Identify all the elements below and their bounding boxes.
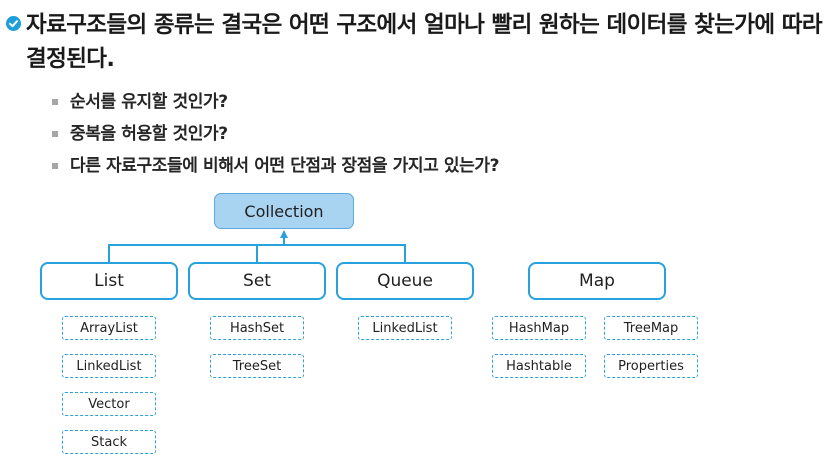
square-bullet-icon: [52, 99, 58, 105]
headline-text: 자료구조들의 종류는 결국은 어떤 구조에서 얼마나 빨리 원하는 데이터를 찾…: [26, 12, 823, 72]
square-bullet-icon: [52, 163, 58, 169]
question-item: 중복을 허용할 것인가?: [50, 118, 499, 150]
square-bullet-icon: [52, 131, 58, 137]
set-box: Set: [188, 262, 326, 300]
question-text: 순서를 유지할 것인가?: [70, 92, 228, 112]
headline: 자료구조들의 종류는 결국은 어떤 구조에서 얼마나 빨리 원하는 데이터를 찾…: [6, 8, 834, 76]
question-item: 순서를 유지할 것인가?: [50, 86, 499, 118]
impl-queue-linkedlist-box: LinkedList: [358, 316, 452, 340]
impl-stack-box: Stack: [62, 430, 156, 454]
check-circle-icon: [6, 16, 21, 31]
impl-linkedlist-box: LinkedList: [62, 354, 156, 378]
question-text: 다른 자료구조들에 비해서 어떤 단점과 장점을 가지고 있는가?: [70, 156, 500, 176]
queue-box: Queue: [336, 262, 474, 300]
impl-treeset-box: TreeSet: [210, 354, 304, 378]
impl-hashmap-box: HashMap: [492, 316, 586, 340]
collection-box: Collection: [214, 193, 354, 229]
question-item: 다른 자료구조들에 비해서 어떤 단점과 장점을 가지고 있는가?: [50, 150, 499, 182]
list-box: List: [40, 262, 178, 300]
question-text: 중복을 허용할 것인가?: [70, 124, 228, 144]
arrow-up-icon: [280, 230, 288, 238]
map-box: Map: [528, 262, 666, 300]
impl-properties-box: Properties: [604, 354, 698, 378]
impl-hashset-box: HashSet: [210, 316, 304, 340]
impl-treemap-box: TreeMap: [604, 316, 698, 340]
impl-hashtable-box: Hashtable: [492, 354, 586, 378]
impl-arraylist-box: ArrayList: [62, 316, 156, 340]
question-list: 순서를 유지할 것인가? 중복을 허용할 것인가? 다른 자료구조들에 비해서 …: [50, 86, 499, 182]
impl-vector-box: Vector: [62, 392, 156, 416]
